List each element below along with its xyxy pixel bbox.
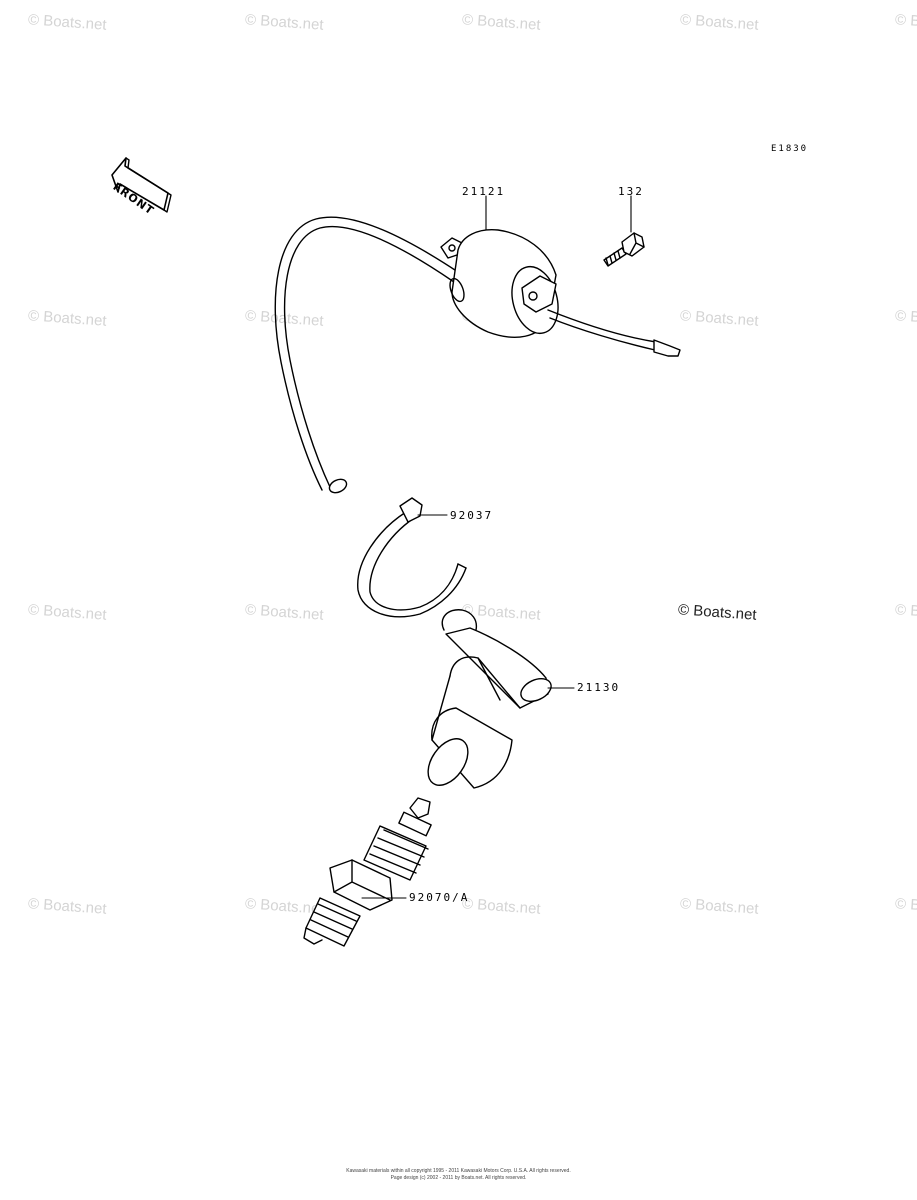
high-tension-lead: [274, 216, 459, 494]
diagram-code: E1830: [771, 144, 809, 154]
part-label-plug-cap[interactable]: 21130: [577, 681, 621, 694]
part-label-spark-plug[interactable]: 92070/A: [409, 891, 470, 904]
part-label-band[interactable]: 92037: [450, 509, 494, 522]
bolt: [603, 232, 645, 267]
plug-cap: [427, 609, 552, 789]
footer-page-design: Page design (c) 2002 - 2011 by Boats.net…: [390, 1175, 527, 1181]
part-label-bolt[interactable]: 132: [618, 185, 644, 198]
footer-copyright: Kawasaki materials within all copyright …: [346, 1168, 571, 1174]
ignition-coil: [440, 229, 681, 357]
front-arrow-icon: [111, 157, 172, 213]
leader-lines: [361, 195, 632, 899]
part-label-ignition-coil[interactable]: 21121: [462, 185, 506, 198]
band: [357, 497, 467, 618]
spark-plug: [303, 797, 432, 947]
